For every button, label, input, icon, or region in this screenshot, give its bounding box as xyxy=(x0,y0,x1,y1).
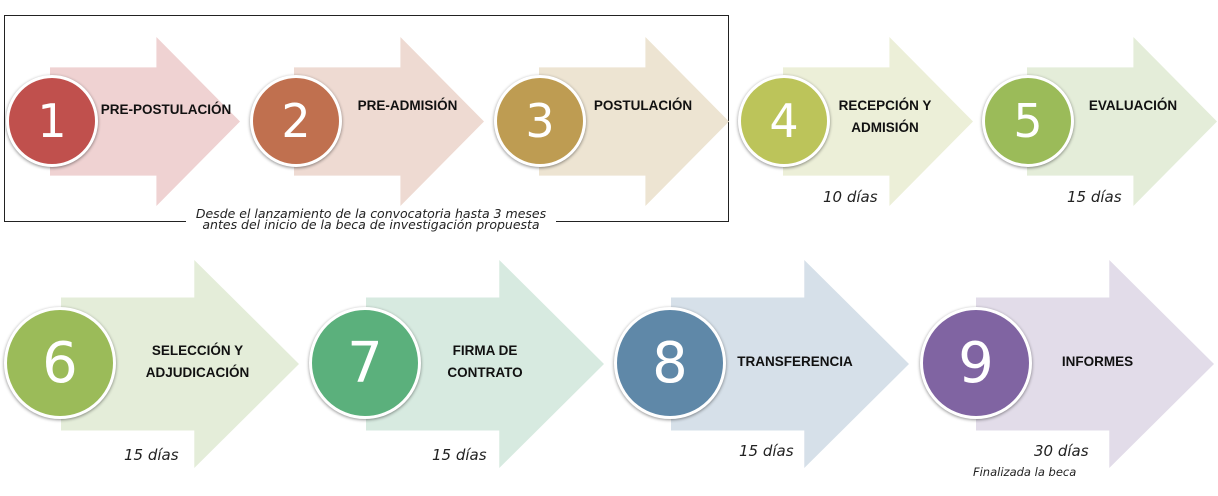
arrow-shape xyxy=(783,37,973,206)
step-number-circle: 7 xyxy=(309,307,421,419)
step-label: TRANSFERENCIA xyxy=(737,354,853,369)
step-number-circle: 4 xyxy=(738,75,830,167)
step-label: INFORMES xyxy=(1061,354,1134,369)
step-duration: 15 días xyxy=(124,446,179,464)
step-number: 3 xyxy=(525,94,555,148)
step-duration: 10 días xyxy=(823,188,878,206)
step-label: EVALUACIÓN xyxy=(1088,98,1178,113)
arrow-shape xyxy=(61,260,299,468)
step-number: 4 xyxy=(769,94,799,148)
step-label: PRE-POSTULACIÓN xyxy=(100,102,232,117)
step-number: 8 xyxy=(652,330,688,396)
arrow-shape xyxy=(294,37,484,206)
step-note: Finalizada la beca xyxy=(973,465,1077,479)
step-number-circle: 2 xyxy=(250,75,342,167)
arrow-shape xyxy=(671,260,909,468)
step-duration: 15 días xyxy=(739,442,794,460)
arrow-shape xyxy=(539,37,729,206)
step-duration: 15 días xyxy=(1067,188,1122,206)
step-number-circle: 6 xyxy=(4,307,116,419)
step-number: 9 xyxy=(958,330,994,396)
step-duration: 30 días xyxy=(1034,442,1089,460)
step-number: 5 xyxy=(1013,94,1043,148)
step-label: RECEPCIÓN Y ADMISIÓN xyxy=(838,98,932,135)
step-number-circle: 5 xyxy=(982,75,1074,167)
step-number: 6 xyxy=(42,330,78,396)
step-duration: 15 días xyxy=(432,446,487,464)
step-number: 2 xyxy=(281,94,311,148)
step-number-circle: 9 xyxy=(920,307,1032,419)
arrow-shape xyxy=(1027,37,1217,206)
arrow-shape xyxy=(976,260,1214,468)
step-number-circle: 1 xyxy=(6,75,98,167)
arrow-shape xyxy=(50,37,240,206)
step-number-circle: 8 xyxy=(614,307,726,419)
step-label: POSTULACIÓN xyxy=(593,98,693,113)
step-number: 1 xyxy=(37,94,67,148)
step-label: PRE-ADMISIÓN xyxy=(357,98,458,113)
step-number: 7 xyxy=(347,330,383,396)
step-label: SELECCIÓN Y ADJUDICACIÓN xyxy=(145,343,250,380)
step-label: FIRMA DE CONTRATO xyxy=(447,343,523,380)
group-note: Desde el lanzamiento de la convocatoria … xyxy=(186,207,556,231)
arrow-shape xyxy=(366,260,604,468)
step-number-circle: 3 xyxy=(494,75,586,167)
